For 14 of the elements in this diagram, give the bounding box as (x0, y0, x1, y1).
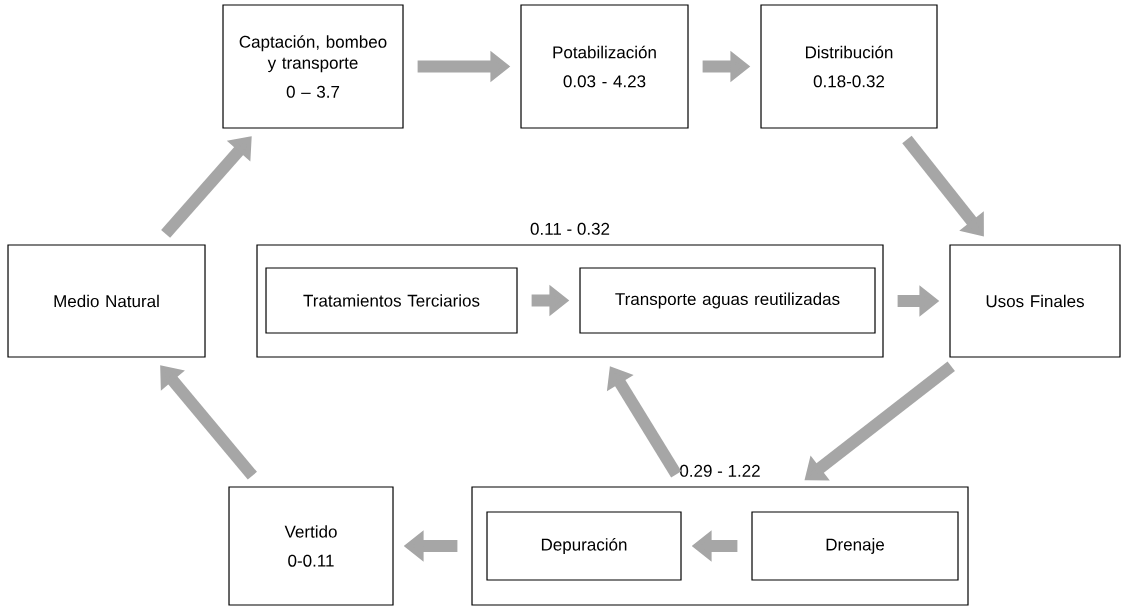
process-box: Potabilización 0.03 - 4.23 (520, 4, 689, 129)
process-box: Distribución 0.18-0.32 (760, 4, 938, 129)
value-label: 0.29 - 1.22 (680, 464, 760, 477)
block-arrow (161, 136, 252, 238)
process-box: Usos Finales (949, 244, 1121, 358)
process-box: Transporte aguas reutilizadas (579, 267, 876, 334)
process-box: Drenaje (751, 511, 959, 581)
process-box: Captación, bombeo y transporte 0 – 3.7 (222, 4, 404, 129)
value-label: 0.11 - 0.32 (530, 222, 610, 235)
block-arrow (160, 365, 257, 480)
process-box: Medio Natural (7, 244, 206, 358)
process-box: Depuración (486, 511, 682, 581)
process-box: Vertido 0-0.11 (228, 486, 394, 606)
process-box: Tratamientos Terciarios (265, 267, 518, 334)
